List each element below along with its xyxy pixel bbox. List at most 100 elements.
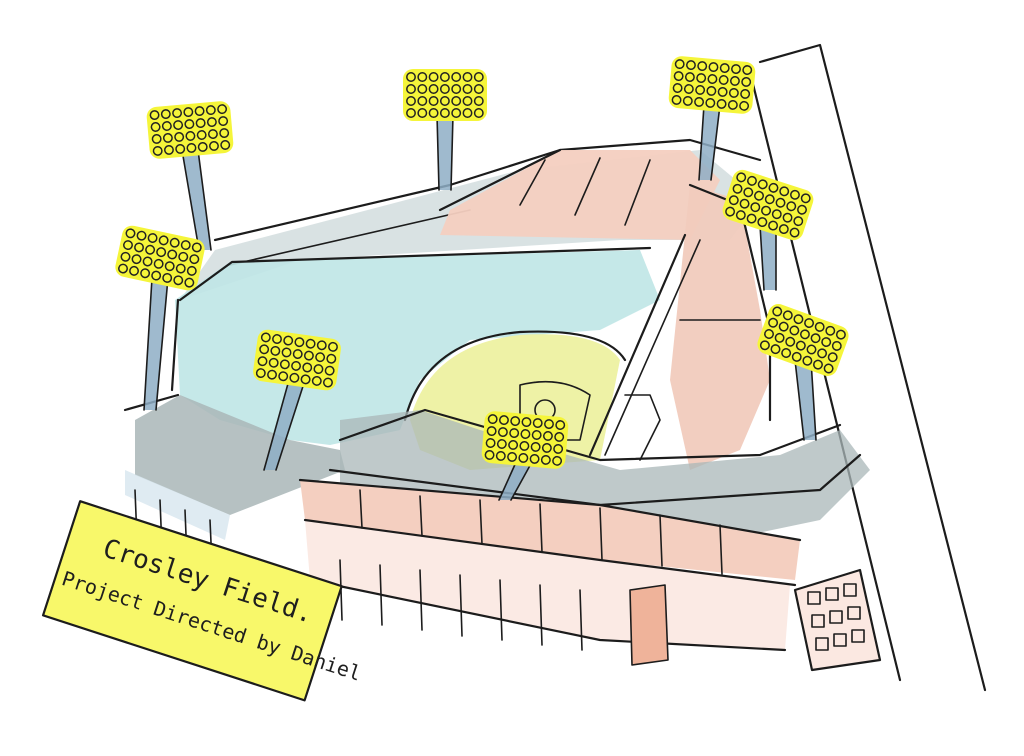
light-bulb xyxy=(532,418,543,428)
light-bulb xyxy=(759,340,770,351)
light-bulb xyxy=(732,183,743,194)
light-bulb xyxy=(706,86,717,96)
light-bulb xyxy=(835,329,846,340)
light-bulb xyxy=(789,325,800,336)
light-bulb xyxy=(281,347,292,358)
light-bulb xyxy=(768,182,779,193)
light-bulb xyxy=(439,84,450,94)
project-sign: Crosley Field. Project Directed by Danie… xyxy=(41,500,364,702)
light-bulb xyxy=(754,190,764,201)
light-pole xyxy=(264,380,305,470)
light-head xyxy=(722,169,814,241)
light-bulb xyxy=(289,372,300,383)
light-bulb xyxy=(151,133,162,144)
light-bulb xyxy=(782,310,793,321)
light-bulb xyxy=(270,345,281,356)
light-bulb xyxy=(473,96,484,106)
light-bulb xyxy=(152,145,163,156)
light-bulb xyxy=(272,334,282,344)
light-bulb xyxy=(697,61,708,72)
light-bulb xyxy=(183,107,194,118)
light-bulb xyxy=(205,105,216,116)
light-bulb xyxy=(209,141,219,151)
light-bulb xyxy=(736,172,747,183)
light-bulb xyxy=(257,356,268,367)
light-towers xyxy=(115,56,849,501)
light-bulb xyxy=(323,377,333,388)
light-bulb xyxy=(684,72,695,82)
light-bulb xyxy=(305,338,316,349)
light-bulb xyxy=(774,332,785,343)
light-bulb xyxy=(519,441,530,451)
light-bulb xyxy=(797,204,807,215)
sign-board xyxy=(43,501,342,701)
light-bulb xyxy=(134,242,144,253)
light-bulb xyxy=(191,242,202,253)
light-bulb xyxy=(707,74,718,84)
light-bulb xyxy=(823,363,834,374)
light-bulb xyxy=(451,84,462,94)
front-columns xyxy=(339,559,583,651)
light-bulb xyxy=(800,193,811,204)
light-bulb xyxy=(175,143,186,154)
light-bulb xyxy=(473,72,484,82)
light-pole-outline xyxy=(794,359,817,441)
light-tower xyxy=(668,56,756,181)
light-bulb xyxy=(278,371,289,382)
light-bulb xyxy=(120,251,131,262)
light-bulb xyxy=(761,205,772,216)
light-bulb xyxy=(300,374,311,385)
light-bulb xyxy=(729,76,740,86)
light-bulb xyxy=(149,110,160,120)
light-bulb xyxy=(743,187,754,198)
light-bulb xyxy=(695,85,706,95)
light-bulb xyxy=(673,71,684,82)
light-head-glow xyxy=(146,101,234,159)
light-bulb xyxy=(462,96,473,106)
light-bulb xyxy=(173,275,184,286)
light-bulb xyxy=(196,130,207,140)
light-bulb xyxy=(283,335,294,346)
light-head xyxy=(403,69,487,121)
light-bulb xyxy=(156,247,167,258)
light-bulb xyxy=(717,87,728,97)
light-bulb xyxy=(554,432,565,442)
light-bulb xyxy=(186,265,197,276)
light-bulb xyxy=(428,84,439,94)
light-bulb xyxy=(462,84,473,94)
light-bulb xyxy=(531,430,542,440)
light-bulb xyxy=(118,263,128,274)
light-bulb xyxy=(487,414,498,425)
light-bulb xyxy=(719,63,730,73)
light-bulb xyxy=(158,235,169,246)
light-bulb xyxy=(162,133,173,143)
front-facade xyxy=(298,478,802,666)
light-bulb xyxy=(268,357,279,368)
light-head-glow xyxy=(757,304,849,376)
light-bulb xyxy=(145,244,156,255)
light-bulb xyxy=(555,420,566,430)
light-bulb xyxy=(757,179,768,190)
light-bulb xyxy=(417,108,428,118)
light-bulb xyxy=(779,186,790,197)
light-bulb xyxy=(473,108,484,118)
light-bulb xyxy=(672,83,683,93)
light-bulb xyxy=(705,97,716,108)
light-bulb xyxy=(825,325,836,336)
light-bulb xyxy=(740,88,751,99)
light-bulb xyxy=(544,419,554,429)
light-head xyxy=(757,304,849,376)
light-bulb xyxy=(728,195,739,206)
light-bulb xyxy=(172,108,183,119)
light-bulb xyxy=(406,84,416,94)
light-bulb xyxy=(530,442,541,452)
light-pole xyxy=(699,105,720,180)
light-bulb xyxy=(552,455,563,466)
light-bulb xyxy=(541,442,552,453)
light-bulb xyxy=(184,119,195,129)
light-bulb xyxy=(302,362,313,373)
light-bulb xyxy=(316,340,327,351)
light-bulb xyxy=(451,108,462,118)
light-bulb xyxy=(451,72,462,82)
